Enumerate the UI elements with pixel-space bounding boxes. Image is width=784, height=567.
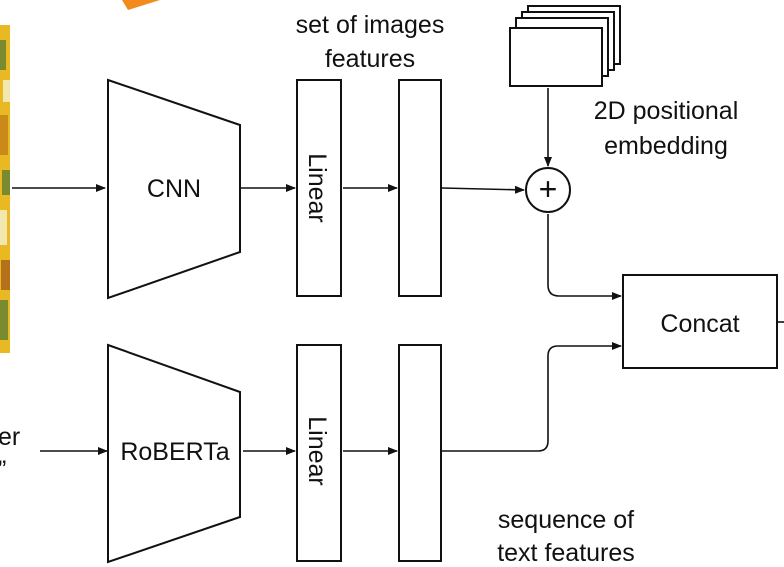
positional-caption-line1: 2D positional	[594, 97, 739, 125]
input-image-thumbnail	[0, 25, 10, 353]
linear-bottom-label: Linear	[303, 416, 331, 486]
text-features-caption-line1: sequence of	[498, 506, 634, 534]
orange-accent-shape	[122, 0, 160, 10]
cnn-label: CNN	[147, 175, 201, 203]
text-features-block	[399, 345, 441, 561]
image-features-to-add-arrow	[442, 188, 524, 190]
image-features-block	[399, 80, 441, 296]
image-features-caption-line2: features	[325, 45, 415, 73]
roberta-label: RoBERTa	[120, 438, 229, 466]
positional-caption-line2: embedding	[604, 132, 728, 160]
input-text-fragment-line1: er	[0, 423, 20, 451]
text-features-to-concat-arrow	[442, 346, 621, 451]
concat-label: Concat	[660, 310, 739, 338]
plus-icon: +	[539, 171, 558, 207]
input-text-fragment-line2: ”	[0, 456, 6, 484]
positional-embedding-stack	[510, 6, 620, 86]
text-features-caption-line2: text features	[497, 539, 635, 567]
image-features-caption-line1: set of images	[296, 11, 445, 39]
linear-top-label: Linear	[303, 153, 331, 223]
add-to-concat-arrow	[548, 214, 621, 296]
